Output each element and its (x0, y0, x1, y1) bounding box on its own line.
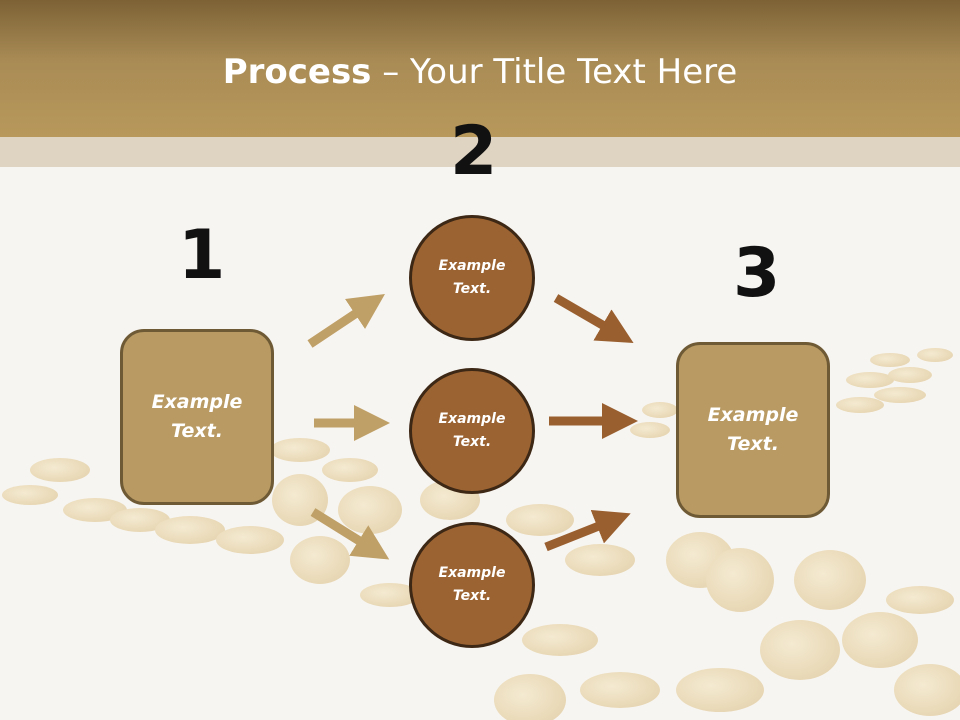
title-bold: Process (222, 52, 372, 92)
step-3-text: Example Text. (707, 404, 799, 455)
step-number-2: 2 (450, 112, 498, 191)
step-1-text: Example Text. (151, 391, 243, 442)
page-title: Process – Your Title Text Here (0, 52, 960, 92)
circle-top-text: Example Text. (438, 258, 506, 297)
step-2-circle-middle[interactable]: Example Text. (409, 368, 535, 494)
circle-middle-text: Example Text. (438, 411, 506, 450)
circle-bottom-text: Example Text. (438, 565, 506, 604)
arrow-to-bottom-circle (310, 508, 390, 560)
step-number-3: 3 (733, 234, 781, 313)
arrow-to-top-circle (307, 294, 385, 348)
step-1-box[interactable]: Example Text. (120, 329, 274, 505)
step-number-1: 1 (178, 216, 226, 295)
title-rest: – Your Title Text Here (371, 52, 738, 92)
step-2-circle-top[interactable]: Example Text. (409, 215, 535, 341)
arrow-from-bottom-circle (544, 509, 631, 552)
step-2-circle-bottom[interactable]: Example Text. (409, 522, 535, 648)
title-bar (0, 0, 960, 137)
accent-band (0, 137, 960, 167)
arrow-from-top-circle (553, 294, 634, 344)
step-3-box[interactable]: Example Text. (676, 342, 830, 518)
